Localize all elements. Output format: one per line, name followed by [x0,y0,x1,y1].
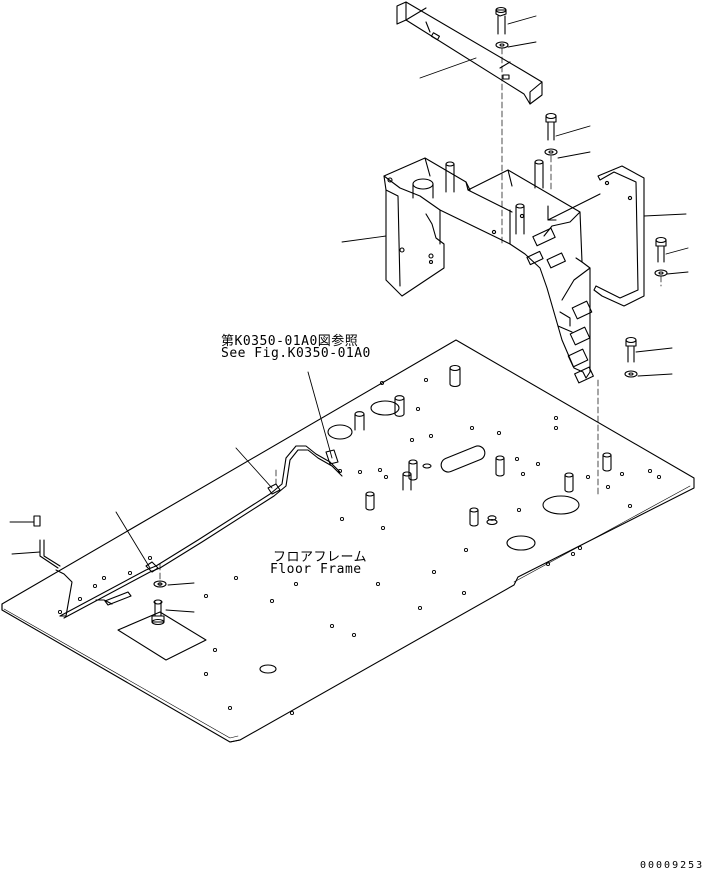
reference-label-english: See Fig.K0350-01A0 [221,346,371,361]
right-side-cover [547,165,645,307]
upper-cover-plate [396,1,543,105]
cable-harness [33,445,343,619]
reference-label-japanese: 第K0350-01A0図参照 [221,334,359,349]
part-label-japanese: フロアフレーム [273,550,368,565]
plate-bosses [354,364,612,527]
part-label-english: Floor Frame [270,562,362,577]
figure-number: 00009253 [640,860,705,871]
bolts-and-washers [151,6,668,626]
plate-openings [104,400,580,674]
main-bracket [383,157,594,384]
plate-holes [57,377,662,716]
floor-frame-plate [1,339,695,743]
leader-lines [9,15,689,613]
assembly-guide-lines [159,47,662,587]
